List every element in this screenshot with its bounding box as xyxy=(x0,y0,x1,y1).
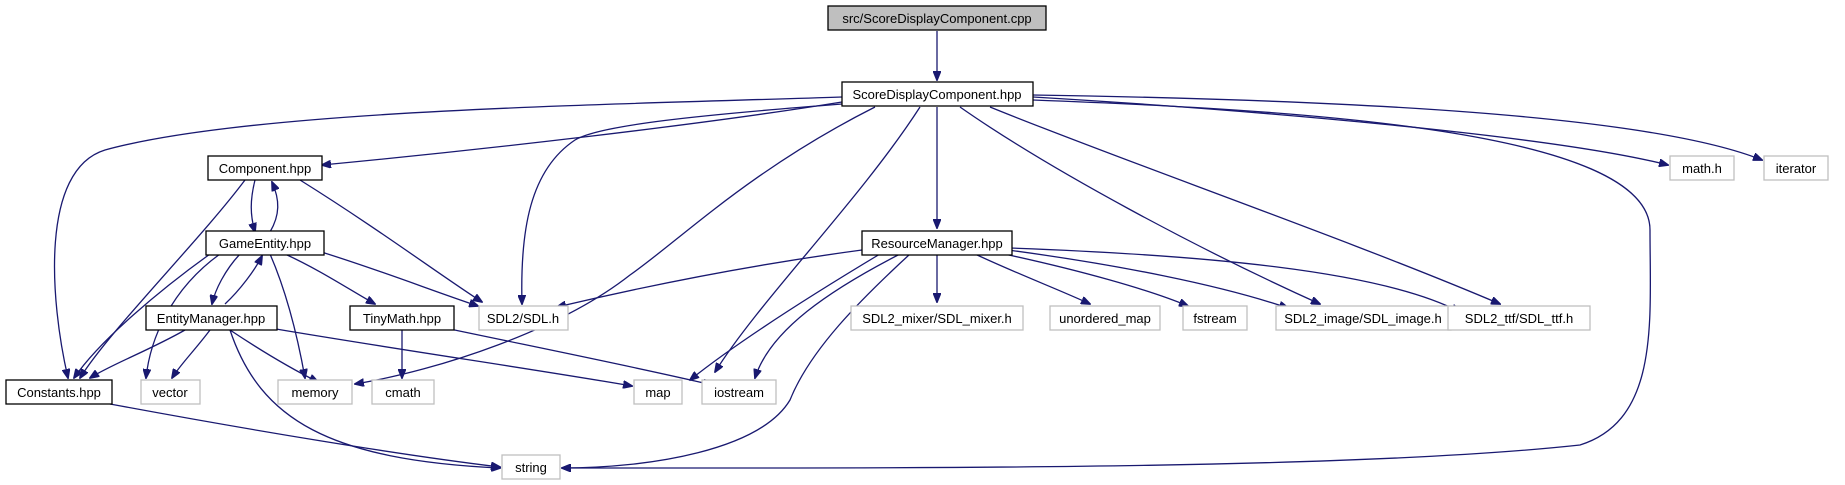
node-component-label: Component.hpp xyxy=(219,161,312,176)
edge-sdc-to-component xyxy=(322,101,843,165)
edge-gameentity-to-constants xyxy=(74,253,211,378)
edge-rm-to-iostream xyxy=(755,253,901,378)
node-component-hpp[interactable]: Component.hpp xyxy=(207,155,323,181)
node-scoredisplaycomponent-hpp[interactable]: ScoreDisplayComponent.hpp xyxy=(841,81,1034,107)
node-sdc-hpp-label: ScoreDisplayComponent.hpp xyxy=(852,87,1021,102)
node-tinymath-label: TinyMath.hpp xyxy=(363,311,441,326)
node-fstream[interactable]: fstream xyxy=(1182,305,1248,331)
node-sdl-ttf-h[interactable]: SDL2_ttf/SDL_ttf.h xyxy=(1447,305,1591,331)
node-root-label: src/ScoreDisplayComponent.cpp xyxy=(842,11,1031,26)
edge-entitymanager-to-gameentity xyxy=(224,256,262,305)
edge-sdc-to-image xyxy=(959,106,1320,304)
edge-entitymanager-to-map xyxy=(269,327,632,386)
node-constants-label: Constants.hpp xyxy=(17,385,101,400)
node-math-label: math.h xyxy=(1682,161,1722,176)
node-fstream-label: fstream xyxy=(1193,311,1236,326)
node-sdl-mixer-h[interactable]: SDL2_mixer/SDL_mixer.h xyxy=(850,305,1024,331)
node-sdl-label: SDL2/SDL.h xyxy=(487,311,559,326)
node-iterator[interactable]: iterator xyxy=(1763,155,1829,181)
edge-constants-to-string xyxy=(109,403,500,467)
node-unordered-map-label: unordered_map xyxy=(1059,311,1151,326)
node-root-cpp[interactable]: src/ScoreDisplayComponent.cpp xyxy=(827,5,1047,31)
node-sdl-image-h[interactable]: SDL2_image/SDL_image.h xyxy=(1275,305,1452,331)
edge-rm-to-map xyxy=(690,253,881,380)
node-vector[interactable]: vector xyxy=(140,379,201,405)
edge-sdc-to-memory xyxy=(355,106,876,384)
edge-sdc-to-math xyxy=(1032,96,1668,165)
edge-component-to-constants xyxy=(80,179,246,378)
node-cmath-label: cmath xyxy=(385,385,420,400)
node-iostream-label: iostream xyxy=(714,385,764,400)
edge-gameentity-to-component xyxy=(269,182,278,233)
node-memory-label: memory xyxy=(292,385,339,400)
node-vector-label: vector xyxy=(152,385,188,400)
edge-entitymanager-to-string xyxy=(229,329,500,468)
edge-gameentity-to-tinymath xyxy=(284,253,375,304)
node-iostream[interactable]: iostream xyxy=(701,379,777,405)
edge-rm-to-unordered-map xyxy=(974,253,1090,304)
node-unordered-map[interactable]: unordered_map xyxy=(1049,305,1161,331)
node-math-h[interactable]: math.h xyxy=(1669,155,1735,181)
edge-gameentity-to-entitymanager xyxy=(212,253,241,304)
node-string-label: string xyxy=(515,460,547,475)
edges xyxy=(53,31,1762,468)
node-sdl-h[interactable]: SDL2/SDL.h xyxy=(478,305,569,331)
edge-rm-to-fstream xyxy=(994,251,1188,306)
node-entitymanager-label: EntityManager.hpp xyxy=(157,311,265,326)
edge-sdc-to-map xyxy=(715,106,921,372)
edge-entitymanager-to-vector xyxy=(172,329,211,378)
edge-component-to-gameentity xyxy=(251,179,255,232)
edge-sdc-to-sdl xyxy=(522,103,843,304)
edge-component-to-sdl xyxy=(299,179,482,302)
edge-entitymanager-to-constants xyxy=(90,329,186,378)
node-constants-hpp[interactable]: Constants.hpp xyxy=(5,379,113,405)
edge-entitymanager-to-memory xyxy=(229,329,318,382)
node-map[interactable]: map xyxy=(633,379,683,405)
edge-gameentity-to-memory xyxy=(269,253,305,378)
node-resourcemanager-label: ResourceManager.hpp xyxy=(871,236,1003,251)
nodes: src/ScoreDisplayComponent.cpp ScoreDispl… xyxy=(5,5,1829,480)
edge-rm-to-ttf xyxy=(1009,247,1460,312)
node-map-label: map xyxy=(645,385,670,400)
node-gameentity-label: GameEntity.hpp xyxy=(219,236,311,251)
node-string[interactable]: string xyxy=(501,454,561,480)
node-tinymath-hpp[interactable]: TinyMath.hpp xyxy=(349,305,455,331)
node-memory[interactable]: memory xyxy=(277,379,353,405)
edge-rm-to-sdl xyxy=(557,249,863,307)
edge-tinymath-to-iostream xyxy=(444,327,712,385)
node-image-label: SDL2_image/SDL_image.h xyxy=(1284,311,1442,326)
edge-sdc-to-iterator xyxy=(1032,94,1762,160)
edge-rm-to-string xyxy=(562,253,911,468)
node-entitymanager-hpp[interactable]: EntityManager.hpp xyxy=(145,305,278,331)
node-mixer-label: SDL2_mixer/SDL_mixer.h xyxy=(862,311,1012,326)
node-cmath[interactable]: cmath xyxy=(371,379,435,405)
edge-gameentity-to-sdl xyxy=(314,249,478,306)
node-iterator-label: iterator xyxy=(1776,161,1817,176)
edge-sdc-to-string xyxy=(562,99,1652,468)
node-gameentity-hpp[interactable]: GameEntity.hpp xyxy=(205,230,325,256)
node-ttf-label: SDL2_ttf/SDL_ttf.h xyxy=(1465,311,1573,326)
edge-rm-to-image xyxy=(1007,249,1288,308)
node-resourcemanager-hpp[interactable]: ResourceManager.hpp xyxy=(861,230,1013,256)
edge-sdc-to-constants xyxy=(53,96,843,378)
edge-sdc-to-ttf xyxy=(989,106,1500,304)
